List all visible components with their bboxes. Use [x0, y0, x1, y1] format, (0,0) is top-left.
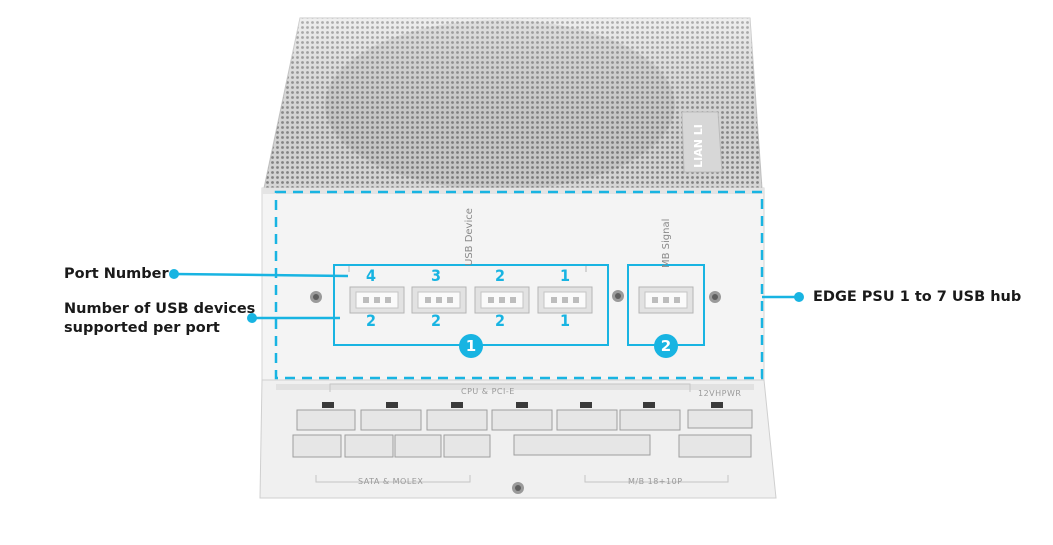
usb-device-label: USB Device — [464, 208, 475, 266]
callout-leader-usb-devices — [247, 313, 340, 323]
screw-icon — [310, 291, 322, 303]
callout-leader-port-number — [169, 269, 349, 279]
callout-leader-hub — [762, 292, 804, 302]
screw-icon — [709, 291, 721, 303]
signal-group-badge: 2 — [654, 334, 678, 358]
usb-devices-callout-line2: supported per port — [64, 320, 220, 336]
usb-devices-callout-line1: Number of USB devices — [64, 301, 256, 317]
modular-connectors — [292, 409, 753, 458]
device-count: 1 — [559, 311, 570, 330]
mb-signal-connector — [638, 286, 694, 314]
12vhpwr-label: 12VHPWR — [698, 389, 742, 398]
screw-icon — [612, 290, 624, 302]
usb-devices-callout: Number of USB devices supported per port — [64, 300, 255, 338]
fan-shadow — [325, 20, 675, 190]
cpu-pcie-label: CPU & PCI-E — [461, 387, 515, 396]
port-number: 3 — [430, 266, 441, 285]
front-panel — [261, 187, 765, 381]
device-count: 2 — [430, 311, 441, 330]
usb-hub-callout: EDGE PSU 1 to 7 USB hub — [813, 289, 1022, 305]
usb-connector-port-2 — [474, 286, 530, 314]
port-number: 4 — [365, 266, 376, 285]
mb-connector-label: M/B 18+10P — [628, 477, 683, 486]
usb-hub-outline — [274, 190, 764, 380]
usb-connector-port-4 — [349, 286, 405, 314]
port-number-callout: Port Number — [64, 266, 169, 282]
usb-connector-port-3 — [411, 286, 467, 314]
port-number: 1 — [559, 266, 570, 285]
brand-plate: LIAN LI — [681, 111, 723, 173]
device-count: 2 — [365, 311, 376, 330]
device-count: 2 — [494, 311, 505, 330]
brand-text: LIAN LI — [692, 124, 705, 168]
usb-group-badge: 1 — [459, 334, 483, 358]
screw-icon — [512, 482, 524, 494]
usb-connector-port-1 — [537, 286, 593, 314]
port-number: 2 — [494, 266, 505, 285]
mb-signal-label: MB Signal — [661, 218, 672, 268]
sata-molex-label: SATA & MOLEX — [358, 477, 424, 486]
